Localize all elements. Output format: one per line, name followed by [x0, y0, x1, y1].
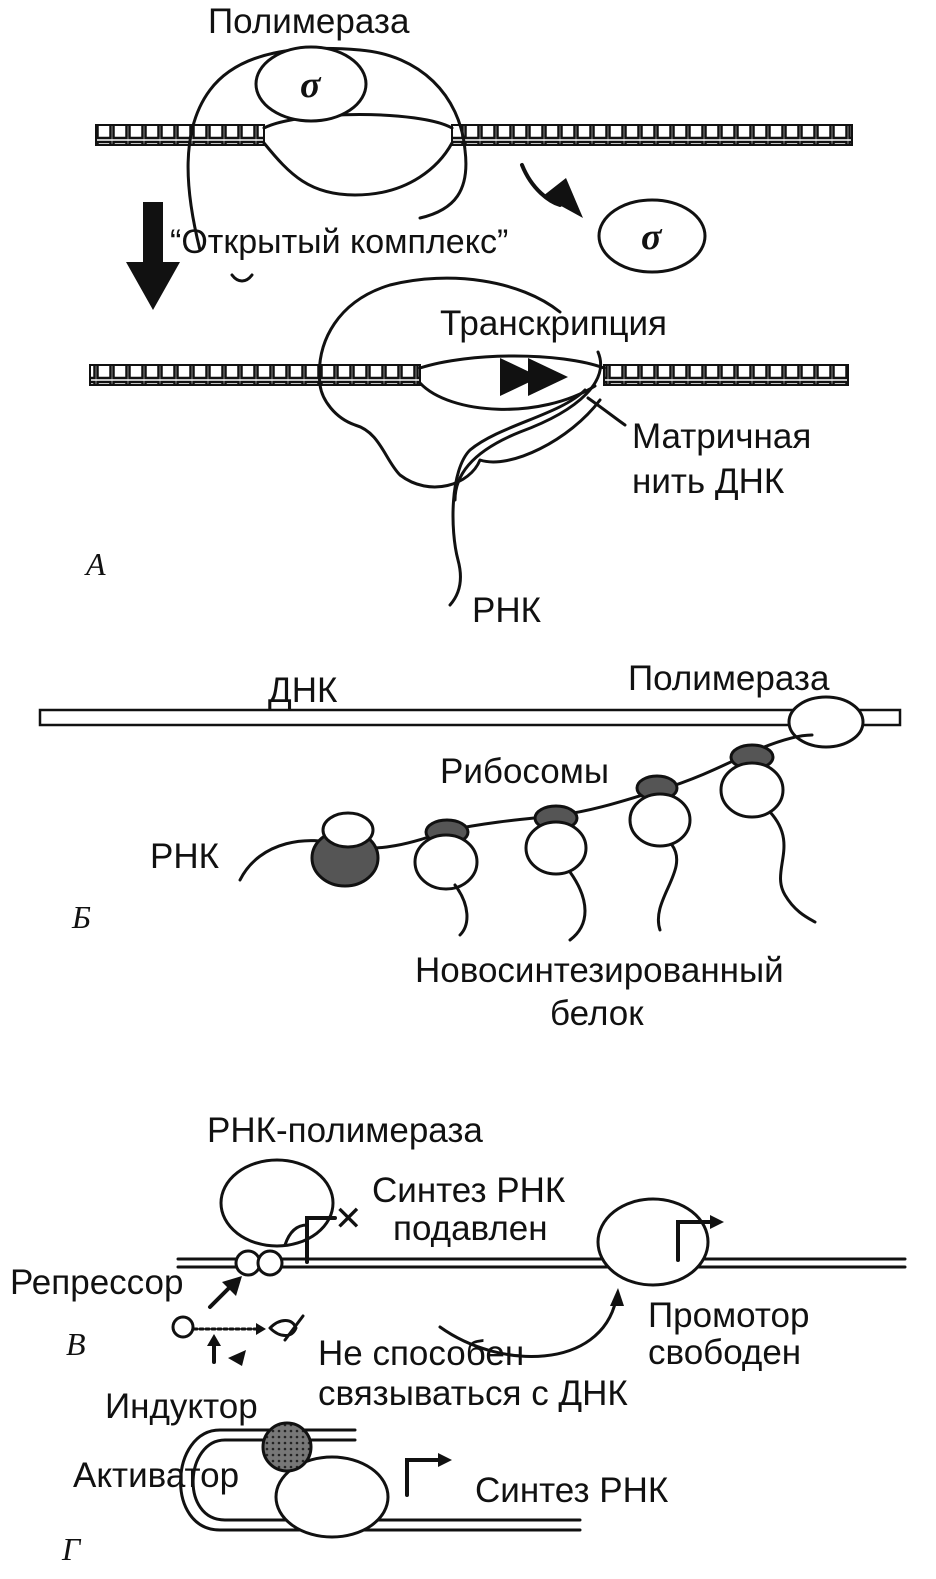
polymerase-outline — [186, 46, 468, 252]
sigma-release-arrowhead — [543, 178, 583, 218]
ribosome-small-1 — [321, 811, 375, 849]
protein-chain-3 — [568, 870, 587, 942]
dna-duplex-right — [451, 124, 853, 146]
rna-label-b: РНК — [150, 837, 220, 876]
inducer-up-arrowhead — [207, 1334, 221, 1346]
dna-bubble-bottom-strand — [262, 141, 454, 197]
repressor-arrow — [208, 1283, 234, 1309]
underline-mark — [230, 273, 254, 283]
panel-label-b: Б — [71, 899, 91, 935]
template-strand-label-2: нить ДНК — [632, 462, 785, 501]
cannot-bind-1: Не способен — [318, 1334, 524, 1373]
transcription-label: Транскрипция — [440, 304, 667, 343]
free-promoter-arrow — [676, 1220, 714, 1262]
repressor-right — [256, 1249, 284, 1277]
inducer-circle — [171, 1315, 195, 1339]
synthesis-blocked-1: Синтез РНК — [372, 1171, 566, 1210]
blocked-hook — [283, 1223, 309, 1247]
protein-chain-2 — [453, 883, 469, 937]
protein-chain-4 — [656, 843, 679, 932]
dna-duplex-left-2 — [89, 364, 421, 386]
down-arrow — [126, 202, 180, 310]
promoter-free-2: свободен — [648, 1333, 801, 1372]
panel-a: σ Полимераза σ “Открытый комплекс” Транс… — [84, 2, 853, 630]
dna-loop-outer — [179, 1428, 582, 1532]
repressor-label: Репрессор — [10, 1263, 183, 1302]
synthesis-blocked-2: подавлен — [393, 1209, 548, 1248]
ribosomes-label: Рибосомы — [440, 752, 609, 791]
dna-label-b: ДНК — [268, 671, 338, 710]
transcription-arrowhead-1 — [500, 358, 540, 396]
activator-protein — [261, 1421, 313, 1473]
inducer-label: Индуктор — [105, 1387, 258, 1426]
repressor-arrowhead — [222, 1276, 242, 1296]
activator-label: Активатор — [73, 1456, 239, 1495]
promoter-free-1: Промотор — [648, 1296, 809, 1335]
template-strand — [453, 350, 603, 502]
dna-duplex-left — [95, 124, 265, 146]
dna-duplex-right-2 — [603, 364, 849, 386]
rna-label-a: РНК — [472, 591, 542, 630]
synthesis-arrow-g — [405, 1458, 442, 1497]
ribosome-large-5 — [719, 761, 785, 819]
free-promoter-arrowhead — [710, 1215, 724, 1229]
rna-polymerase-free — [596, 1197, 710, 1287]
ribosome-large-2 — [413, 833, 479, 891]
repressor-left — [234, 1249, 262, 1277]
sigma-release-arrow — [520, 163, 562, 207]
rna-polymerase-g — [274, 1455, 390, 1539]
panel-v: РНК-полимераза ✕ Синтез РНК подавлен Реп… — [10, 1111, 907, 1426]
inducer-small-arrowhead — [228, 1350, 246, 1366]
ribosome-large-3 — [524, 820, 588, 876]
rna-polymerase-label: РНК-полимераза — [207, 1111, 483, 1150]
polymerase-label-a: Полимераза — [208, 2, 410, 41]
polymerase-label-b: Полимераза — [628, 659, 830, 698]
transcription-arrowhead-2 — [528, 358, 568, 396]
blocked-promoter-arrow — [305, 1216, 337, 1264]
sigma-released-label: σ — [641, 216, 663, 258]
polymerase-outline-2 — [317, 276, 602, 489]
dna-bubble-top-2 — [418, 354, 606, 370]
rna-strand-a — [448, 388, 587, 607]
dna-line-b — [38, 708, 902, 727]
cannot-bind-2: связываться с ДНК — [318, 1374, 628, 1413]
rna-polymerase-blocked — [219, 1158, 335, 1248]
panel-label-v: В — [66, 1326, 86, 1362]
open-complex-label: “Открытый комплекс” — [170, 223, 508, 261]
protein-chain-5 — [768, 810, 817, 924]
synthesis-arrowhead-g — [438, 1453, 452, 1467]
panel-label-g: Г — [61, 1531, 82, 1567]
template-strand-line — [586, 396, 627, 427]
new-protein-label-2: белок — [550, 994, 644, 1033]
panel-label-a: А — [84, 546, 106, 582]
polymerase-b — [787, 695, 865, 749]
ribosome-large-4 — [628, 792, 692, 848]
new-protein-label-1: Новосинтезированный — [415, 951, 784, 990]
sigma-factor-released — [597, 198, 707, 274]
sigma-label: σ — [300, 64, 322, 106]
panel-g: Активатор Синтез РНК Г — [61, 1421, 669, 1567]
blocked-x-icon: ✕ — [334, 1200, 363, 1238]
dna-bubble-top-strand — [262, 113, 454, 130]
panel-b: ДНК Полимераза Рибосомы РНК Новосинтезир… — [38, 659, 902, 1033]
inducer-dotted-arrowhead — [256, 1323, 266, 1335]
dna-loop-inner — [191, 1438, 582, 1522]
release-curve-arrow — [438, 1298, 618, 1358]
sigma-factor — [254, 45, 368, 123]
template-strand-label-1: Матричная — [632, 417, 811, 456]
release-curve-arrowhead — [610, 1288, 624, 1306]
inactive-repressor — [268, 1314, 305, 1342]
dna-bubble-bottom-2 — [418, 381, 597, 411]
rna-synthesis-label: Синтез РНК — [475, 1471, 669, 1510]
